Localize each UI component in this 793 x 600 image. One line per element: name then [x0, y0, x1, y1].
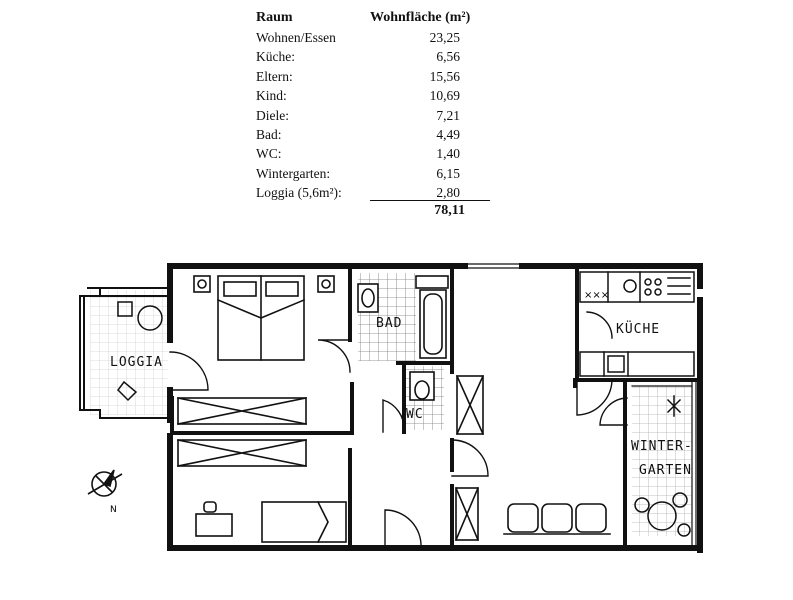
- loggia-furniture: [117, 301, 163, 402]
- room-name: Wohnen/Essen: [256, 30, 336, 45]
- room-name: Loggia (5,6m²):: [256, 185, 342, 201]
- loggia-floor: [90, 290, 168, 415]
- wintergarden-furniture: [634, 395, 691, 537]
- room-name: Diele:: [256, 107, 289, 123]
- label-wc: WC: [406, 407, 424, 422]
- label-loggia: LOGGIA: [110, 355, 163, 370]
- label-bad: BAD: [376, 316, 402, 331]
- room-name: Eltern:: [256, 68, 293, 84]
- room-name: WC:: [256, 146, 282, 162]
- north-arrow-icon: [87, 469, 123, 497]
- room-area: 23,25: [429, 30, 460, 45]
- door-swings: [169, 311, 628, 549]
- header-area: Wohnfläche (m²): [370, 10, 471, 25]
- room-name: Küche:: [256, 49, 295, 65]
- label-winter: WINTER-: [631, 439, 693, 454]
- kitchen-counter-mark: ×××: [584, 290, 609, 301]
- wintergarden-floor: [632, 386, 692, 536]
- label-garten: GARTEN: [639, 463, 692, 478]
- top-window: [464, 263, 523, 269]
- room-area: 6,15: [436, 165, 460, 181]
- bath-fixtures: [357, 275, 449, 401]
- room-area: 10,69: [429, 88, 460, 104]
- loggia-enclosure: [79, 287, 169, 419]
- living-furniture: [503, 503, 611, 535]
- area-table: Raum Wohnfläche (m²) Wohnen/Essen 23,25 …: [0, 0, 793, 225]
- room-area: 7,21: [436, 107, 460, 123]
- north-label: N: [110, 505, 117, 515]
- room-name: Bad:: [256, 127, 282, 142]
- label-kueche: KÜCHE: [616, 320, 660, 337]
- sum-line: [370, 200, 490, 201]
- header-room: Raum: [256, 10, 293, 25]
- room-area: 4,49: [436, 127, 460, 142]
- wardrobes: [177, 374, 485, 542]
- room-name: Kind:: [256, 88, 287, 104]
- kitchen-fixtures: [579, 271, 695, 377]
- double-bed: [193, 275, 335, 361]
- total-area: 78,11: [434, 203, 465, 218]
- interior-walls: [170, 266, 702, 550]
- child-room-furniture: [195, 500, 347, 544]
- room-area: 2,80: [436, 185, 460, 201]
- wintergarden-glazing: [631, 379, 697, 549]
- room-area: 6,56: [436, 49, 460, 65]
- room-area: 1,40: [436, 146, 460, 162]
- room-name: Wintergarten:: [256, 165, 331, 181]
- room-area: 15,56: [429, 68, 460, 84]
